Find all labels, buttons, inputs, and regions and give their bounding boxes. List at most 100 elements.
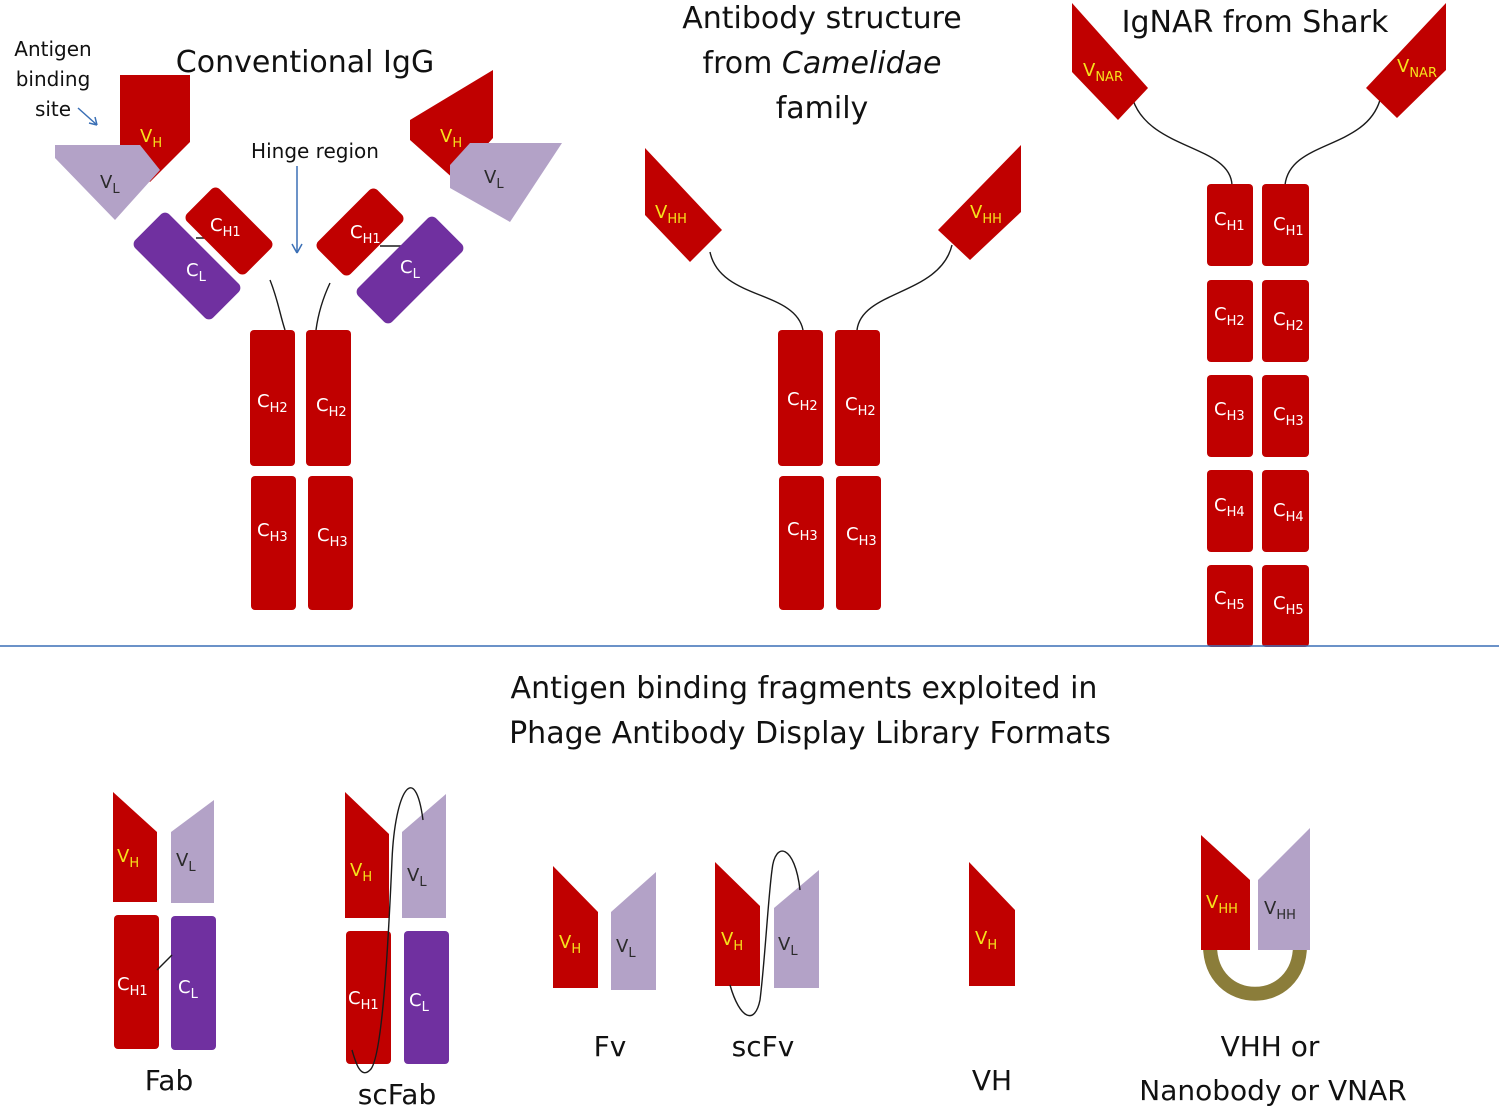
camelid-ch2-left-label: CH2 (787, 389, 818, 414)
shark-vnar-right (1366, 3, 1446, 118)
igg-vl-right (450, 143, 562, 222)
camelid-vhh-right-label: VHH (970, 202, 1002, 227)
shark-vnar-right-label: VNAR (1397, 56, 1437, 81)
nanobody-name-line2: Nanobody or VNAR (1139, 1074, 1406, 1107)
camelid-vhh-right (938, 145, 1021, 260)
shark-ch1-right (1262, 184, 1309, 266)
shark-ch1-left (1207, 184, 1253, 266)
hinge-region-label: Hinge region (251, 139, 379, 163)
nanobody-vhh-left (1201, 835, 1250, 950)
shark-ch3-right (1262, 375, 1309, 457)
shark-ch2-right (1262, 280, 1309, 362)
fab-vh-label: VH (117, 846, 139, 871)
fab-fragment: VH VL CH1 CL (113, 792, 216, 1050)
antigen-site-arrowhead-icon (88, 116, 98, 126)
fab-vl-label: VL (176, 850, 196, 875)
scfv-name: scFv (732, 1030, 795, 1063)
fragments-heading-line2: Phage Antibody Display Library Formats (509, 716, 1111, 751)
camelid-link-left (709, 251, 804, 331)
camelid-vhh-left-label: VHH (655, 202, 687, 227)
shark-ch2-left-label: CH2 (1214, 304, 1245, 329)
scfab-linker (351, 787, 424, 1074)
fab-cl (171, 916, 216, 1050)
fab-ch1 (114, 915, 159, 1049)
igg-ch2-left (250, 330, 295, 466)
camelid-title-line2: from Camelidae (703, 46, 942, 81)
igg-vl-right-label: VL (484, 167, 504, 192)
vh-fragment: VH (969, 862, 1015, 986)
fab-vh (113, 792, 157, 902)
scfab-cl (404, 931, 449, 1064)
igg-ch1-right (316, 188, 404, 276)
nanobody-vhh-right (1258, 828, 1310, 950)
camelid-ch2-left (778, 330, 823, 466)
vh-domain (969, 862, 1015, 986)
scfab-vl-label: VL (407, 865, 427, 890)
shark-structure: VNAR VNAR CH1 CH1 CH2 CH2 CH3 CH3 CH4 CH… (1072, 3, 1446, 647)
scfab-vl (402, 794, 446, 918)
igg-cl-right-label: CL (400, 257, 421, 282)
fab-cl-label: CL (178, 977, 199, 1002)
igg-vl-left (55, 145, 160, 220)
shark-ch4-right-label: CH4 (1273, 500, 1304, 525)
scfv-vh-label: VH (721, 929, 743, 954)
igg-ch2-right-label: CH2 (316, 395, 347, 420)
shark-vnar-left-label: VNAR (1083, 60, 1123, 85)
shark-ch3-right-label: CH3 (1273, 404, 1304, 429)
hinge-arrowhead-icon (291, 243, 303, 254)
shark-title: IgNAR from Shark (1122, 5, 1389, 40)
fv-vh-label: VH (559, 932, 581, 957)
scfv-linker (729, 850, 801, 1017)
shark-ch5-right-label: CH5 (1273, 593, 1304, 618)
camelid-ch2-right (835, 330, 880, 466)
igg-title: Conventional IgG (176, 45, 434, 80)
vh-domain-label: VH (975, 928, 997, 953)
igg-ch1-left (185, 187, 273, 275)
shark-ch1-left-label: CH1 (1214, 209, 1245, 234)
shark-vnar-left (1072, 3, 1148, 120)
camelid-link-right (856, 244, 953, 331)
shark-ch3-left-label: CH3 (1214, 399, 1245, 424)
igg-ch2-right (306, 330, 351, 466)
antigen-binding-site-line3: site (35, 97, 71, 121)
fab-ch1-label: CH1 (117, 974, 148, 999)
camelid-title-line3: family (776, 91, 869, 126)
scfab-vh (345, 792, 389, 918)
shark-ch2-left (1207, 280, 1253, 362)
igg-ch3-left-label: CH3 (257, 520, 288, 545)
shark-ch5-left-label: CH5 (1214, 588, 1245, 613)
igg-cl-left-label: CL (186, 260, 207, 285)
fv-vl (611, 872, 656, 990)
igg-hinge-link-right (315, 282, 331, 331)
shark-ch2-right-label: CH2 (1273, 309, 1304, 334)
fv-name: Fv (594, 1030, 627, 1063)
igg-vh-right-label: VH (440, 126, 462, 151)
scfv-fragment: VH VL (715, 850, 819, 1017)
scfv-vl (774, 870, 819, 988)
igg-ch1-left-label: CH1 (210, 215, 241, 240)
igg-ch3-right (308, 476, 353, 610)
camelid-structure: VHH VHH CH2 CH2 CH3 CH3 (645, 145, 1021, 610)
fv-fragment: VH VL (553, 866, 656, 990)
igg-ch3-right-label: CH3 (317, 525, 348, 550)
fv-vh (553, 866, 598, 988)
shark-link-left (1132, 99, 1233, 186)
igg-vl-left-label: VL (100, 172, 120, 197)
igg-ch2-left-label: CH2 (257, 391, 288, 416)
scfv-vh (715, 862, 760, 986)
antigen-site-arrow-icon (77, 107, 98, 126)
fragments-heading-line1: Antigen binding fragments exploited in (511, 671, 1098, 706)
scfab-vh-label: VH (350, 860, 372, 885)
shark-ch3-left (1207, 375, 1253, 457)
camelid-ch3-left-label: CH3 (787, 519, 818, 544)
camelid-vhh-left (645, 148, 722, 262)
camelid-ch2-right-label: CH2 (845, 394, 876, 419)
igg-ch3-left (251, 476, 296, 610)
fv-vl-label: VL (616, 936, 636, 961)
camelid-ch3-right (836, 476, 881, 610)
igg-cl-right (356, 216, 464, 324)
camelid-ch3-left (779, 476, 824, 610)
igg-hinge-link-left (269, 279, 286, 331)
camelid-title-line1: Antibody structure (682, 1, 962, 36)
